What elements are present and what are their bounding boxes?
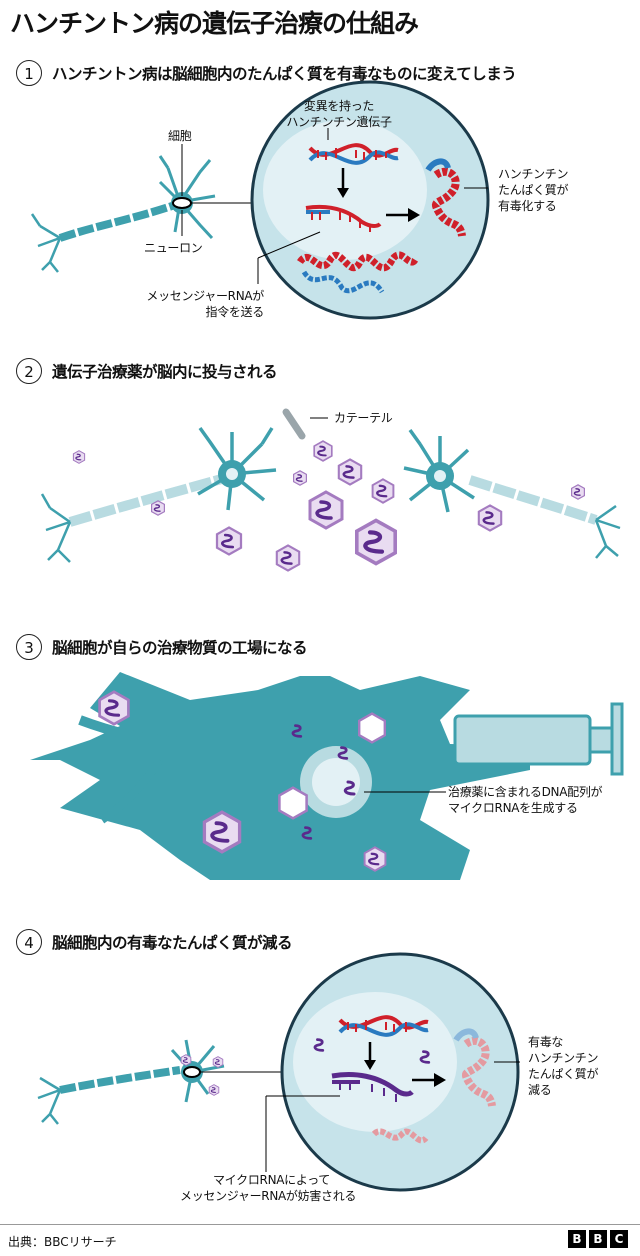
step2-scene <box>40 408 621 572</box>
step4-cell-zoom <box>265 952 520 1192</box>
page-title: ハンチントン病の遺伝子治療の仕組み <box>10 9 419 38</box>
label-microrna-block: マイクロRNAによってメッセンジャーRNAが妨害される <box>180 1173 357 1203</box>
step-text-4: 脳細胞内の有毒なたんぱく質が減る <box>52 934 293 952</box>
label-neuron: ニューロン <box>144 241 203 255</box>
label-dna-sequence: 治療薬に含まれるDNA配列がマイクロRNAを生成する <box>448 785 603 815</box>
bbc-logo-letter: B <box>589 1230 607 1248</box>
step4-neuron <box>37 1039 290 1125</box>
label-mrna-command: メッセンジャーRNAが指令を送る <box>146 289 264 319</box>
step-number-1: 1 <box>16 60 42 86</box>
step1-cell-zoom <box>250 80 490 320</box>
step-text-1: ハンチントン病は脳細胞内のたんぱく質を有毒なものに変えてしまう <box>52 65 517 83</box>
step1-neuron <box>30 144 265 273</box>
bbc-logo: B B C <box>568 1230 628 1248</box>
label-cell: 細胞 <box>168 129 192 143</box>
bbc-logo-letter: B <box>568 1230 586 1248</box>
label-toxic-reduced: 有毒なハンチンチンたんぱく質が減る <box>528 1035 599 1097</box>
step-number-4: 4 <box>16 929 42 955</box>
label-catheter: カテーテル <box>334 411 393 425</box>
bbc-logo-letter: C <box>610 1230 628 1248</box>
label-mutant-gene: 変異を持ったハンチンチン遺伝子 <box>286 99 392 129</box>
label-huntingtin-toxic: ハンチンチンたんぱく質が有毒化する <box>498 167 569 213</box>
step3-scene <box>30 672 624 880</box>
step-number-3: 3 <box>16 634 42 660</box>
source-credit: 出典：BBCリサーチ <box>8 1235 117 1249</box>
footer-divider <box>0 1224 640 1225</box>
step-number-2: 2 <box>16 358 42 384</box>
step-text-3: 脳細胞が自らの治療物質の工場になる <box>52 639 308 657</box>
step-text-2: 遺伝子治療薬が脳内に投与される <box>52 363 278 381</box>
